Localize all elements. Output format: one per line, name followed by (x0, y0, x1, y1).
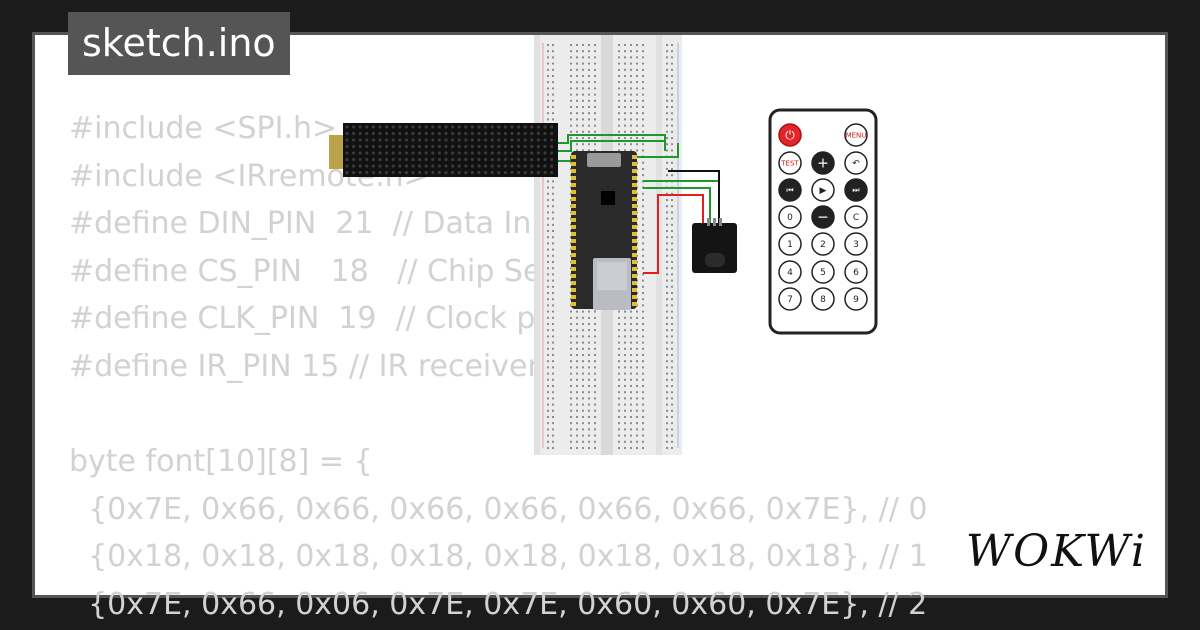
remote-button[interactable]: ⏮ (778, 178, 802, 202)
remote-button[interactable]: ↶ (844, 151, 868, 175)
remote-button-label: ↶ (852, 159, 860, 169)
wokwi-logo: WOKWi (965, 526, 1147, 577)
ir-remote: ⏻ MENU TEST + ↶ ⏮ ▶ ⏭ 0 − C 1 2 3 4 5 6 7 8 9 (768, 108, 878, 335)
remote-button-label: + (817, 156, 829, 172)
remote-button[interactable]: ⏭ (844, 178, 868, 202)
remote-button[interactable]: MENU (844, 123, 868, 147)
remote-button-label: 1 (787, 240, 793, 250)
code-line: #include <SPI.h> (69, 111, 338, 146)
remote-button-label: ▶ (820, 186, 827, 196)
wires (558, 134, 720, 274)
remote-button-label: 6 (853, 268, 859, 278)
code-line: {0x7E, 0x66, 0x06, 0x7E, 0x7E, 0x60, 0x6… (69, 586, 928, 622)
remote-button-label: C (853, 213, 859, 223)
remote-button[interactable]: 1 (778, 232, 802, 256)
remote-button[interactable]: 8 (811, 287, 835, 311)
remote-button[interactable]: ▶ (811, 178, 835, 202)
code-line: byte font[10][8] = { (69, 444, 373, 480)
led-matrix (329, 123, 558, 177)
remote-button-label: − (817, 210, 829, 226)
remote-button-label: 8 (820, 295, 826, 305)
file-title: sketch.ino (68, 12, 290, 75)
remote-button-label: MENU (846, 131, 867, 139)
remote-button[interactable]: 2 (811, 232, 835, 256)
code-line: {0x7E, 0x66, 0x66, 0x66, 0x66, 0x66, 0x6… (69, 491, 928, 527)
code-line: {0x18, 0x18, 0x18, 0x18, 0x18, 0x18, 0x1… (69, 539, 928, 575)
remote-button[interactable]: − (811, 205, 835, 229)
remote-button-label: 5 (820, 268, 826, 278)
remote-button[interactable]: 6 (844, 260, 868, 284)
remote-button[interactable]: ⏻ (778, 123, 802, 147)
esp32-board (571, 151, 637, 310)
preview-card: #include <SPI.h>#include <IRremote.h>#de… (32, 32, 1168, 622)
remote-button[interactable]: TEST (778, 151, 802, 175)
remote-button-label: TEST (780, 159, 799, 167)
remote-button[interactable]: + (811, 151, 835, 175)
remote-button[interactable]: 4 (778, 260, 802, 284)
remote-button-label: ⏻ (785, 128, 795, 142)
remote-button-label: ⏮ (786, 186, 793, 195)
remote-button[interactable]: 5 (811, 260, 835, 284)
remote-button-label: 9 (853, 295, 859, 305)
remote-button-label: 4 (787, 268, 793, 278)
remote-button[interactable]: C (844, 205, 868, 229)
ir-receiver (692, 218, 737, 273)
remote-button-label: ⏭ (852, 186, 859, 195)
remote-button-label: 3 (853, 240, 859, 250)
code-line: #define CLK_PIN 19 // Clock pin (69, 301, 563, 337)
remote-button-label: 2 (820, 240, 826, 250)
remote-button-label: 7 (787, 295, 793, 305)
remote-button[interactable]: 0 (778, 205, 802, 229)
remote-button[interactable]: 9 (844, 287, 868, 311)
remote-button-label: 0 (787, 213, 793, 223)
remote-button[interactable]: 7 (778, 287, 802, 311)
remote-button[interactable]: 3 (844, 232, 868, 256)
circuit-diagram: ⏻ MENU TEST + ↶ ⏮ ▶ ⏭ 0 − C 1 2 3 4 5 6 7 8 9 (329, 35, 878, 455)
